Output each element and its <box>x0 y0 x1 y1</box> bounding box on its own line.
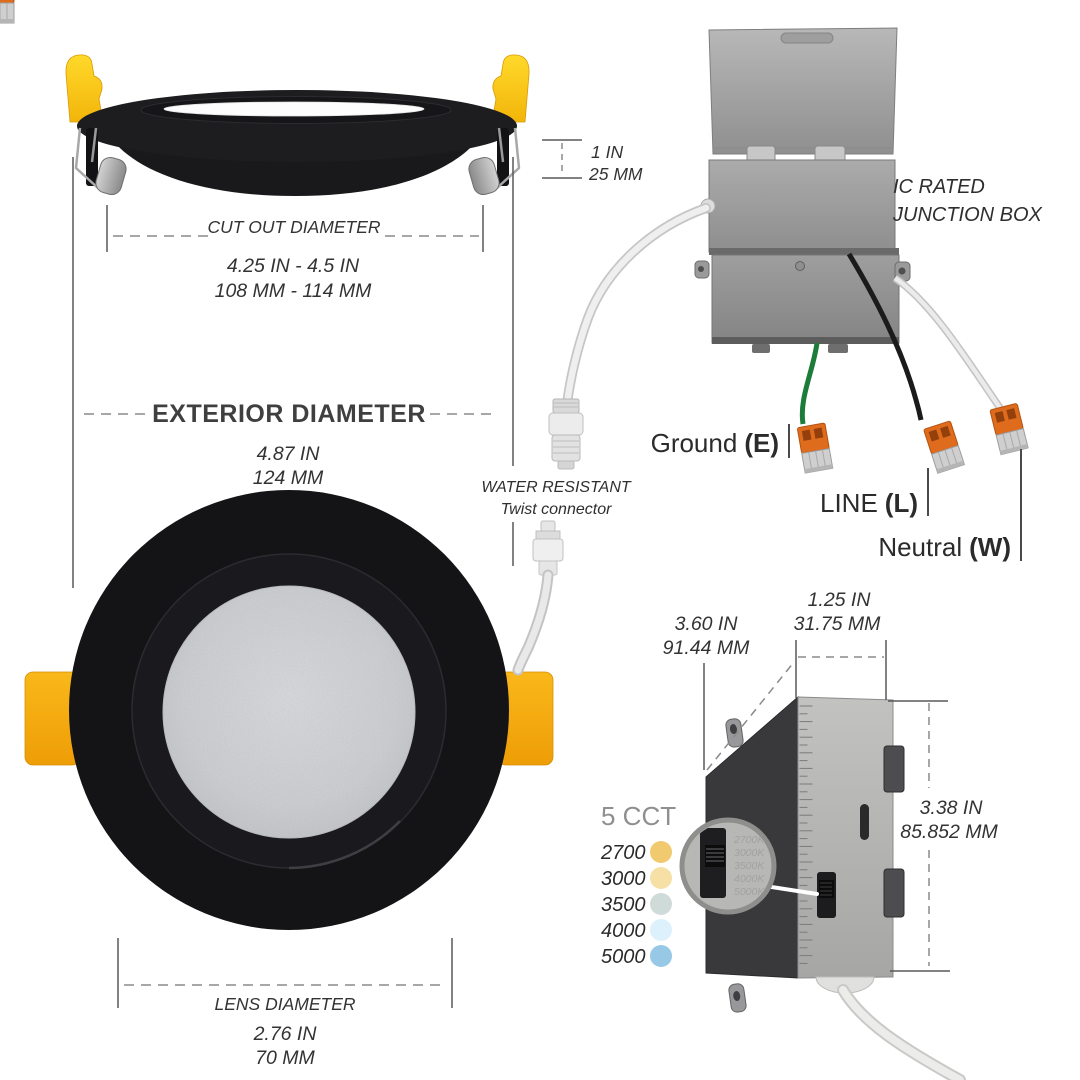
neutral-connector <box>989 402 1029 456</box>
switch-row-3: 4000K <box>734 873 765 885</box>
trim-height-inches: 1 IN <box>591 142 623 162</box>
switch-row-0: 2700K <box>733 834 765 846</box>
junction-box-upper <box>708 159 896 253</box>
ear-hole <box>898 267 906 275</box>
exterior-diameter-inches: 4.87 IN <box>257 443 321 465</box>
mount-ear-top <box>725 718 744 748</box>
wiring <box>0 0 1029 474</box>
ear-hole <box>698 266 704 272</box>
lens-diameter-inches: 2.76 IN <box>253 1023 318 1045</box>
box-depth-mm: 31.75 MM <box>794 613 881 635</box>
cutout-diameter-inches: 4.25 IN - 4.5 IN <box>227 255 360 277</box>
cct-dot-4000 <box>650 919 672 941</box>
box-clip-upper <box>883 745 905 793</box>
cct-legend: 5 CCT 2700 3000 3500 4000 5000 <box>600 801 676 968</box>
box-width-mm: 91.44 MM <box>663 637 750 659</box>
downlight-front-view <box>24 490 554 930</box>
water-resistant-label: WATER RESISTANT <box>481 479 632 496</box>
cutout-diameter-label: CUT OUT DIAMETER <box>207 217 380 237</box>
box-foot <box>828 344 848 353</box>
neutral-name: Neutral <box>878 532 962 562</box>
twist-connector-label: Twist connector <box>501 501 613 518</box>
junction-box-side-view: 2700K 3000K 3500K 4000K 5000K <box>679 695 966 1080</box>
cct-option-2700: 2700 <box>600 842 646 864</box>
neutral-wire-label: Neutral(W) <box>878 532 1011 562</box>
cct-option-5000: 5000 <box>601 946 646 968</box>
cct-dot-3500 <box>650 893 672 915</box>
cct-option-3000: 3000 <box>601 868 646 890</box>
lens-diameter-dimension: LENS DIAMETER 2.76 IN 70 MM <box>117 938 453 1069</box>
spring-clip-yellow-icon <box>65 54 104 123</box>
box-height-mm: 85.852 MM <box>900 821 998 843</box>
box-slot <box>860 804 869 840</box>
box-depth-inches: 1.25 IN <box>808 589 872 611</box>
driver-cable-core <box>839 986 964 1080</box>
switch-row-1: 3000K <box>734 847 765 859</box>
junction-box-label: JUNCTION BOX <box>892 204 1043 226</box>
ground-wire-green <box>799 342 820 425</box>
torsion-spring-hardware-icon <box>74 127 127 196</box>
box-clip-lower <box>883 868 905 918</box>
lens-diameter-label: LENS DIAMETER <box>215 994 356 1014</box>
cutout-diameter-mm: 108 MM - 114 MM <box>215 280 373 302</box>
lid-handle-slot <box>780 32 834 44</box>
gimbal-ring-highlight <box>288 820 401 870</box>
junction-box-seam <box>709 248 899 255</box>
lens-top <box>163 101 425 117</box>
exterior-diameter-mm: 124 MM <box>253 467 324 489</box>
box-height-inches: 3.38 IN <box>920 797 984 819</box>
female-connector-icon <box>548 398 584 470</box>
line-connector <box>923 420 965 474</box>
neutral-wire-white-core <box>893 276 1002 410</box>
ground-connector <box>796 422 834 474</box>
twist-connector: WATER RESISTANT Twist connector <box>481 398 632 676</box>
cct-option-4000: 4000 <box>601 920 646 942</box>
junction-box-bottom-edge <box>712 337 899 344</box>
neutral-code: (W) <box>969 532 1011 562</box>
depth-projection-line <box>706 661 795 771</box>
junction-box-top-view <box>694 27 911 353</box>
box-side-face <box>797 696 894 979</box>
ground-wire-label: Ground(E) <box>651 428 779 458</box>
exterior-diameter-dimension: EXTERIOR DIAMETER 4.87 IN 124 MM <box>72 157 514 588</box>
driver-box-dimensions: 3.60 IN 91.44 MM 1.25 IN 31.75 MM 3.38 I… <box>663 589 999 972</box>
white-supply-cable-core <box>563 204 710 408</box>
ground-code: (E) <box>744 428 779 458</box>
white-supply-cable <box>562 203 711 409</box>
junction-box-lid <box>708 27 898 155</box>
line-name: LINE <box>820 488 878 518</box>
cct-switch-icon <box>817 872 836 918</box>
box-foot <box>752 344 770 353</box>
line-wire-black <box>846 252 924 421</box>
trim-height-mm: 25 MM <box>588 164 643 184</box>
ground-name: Ground <box>651 428 738 458</box>
magnifier-pointer <box>763 884 819 896</box>
cutout-diameter-dimension: CUT OUT DIAMETER 4.25 IN - 4.5 IN 108 MM… <box>106 205 484 302</box>
line-code: (L) <box>885 488 918 518</box>
screw-icon <box>795 261 805 271</box>
exterior-diameter-label: EXTERIOR DIAMETER <box>152 400 426 428</box>
cct-dot-2700 <box>650 841 672 863</box>
ruler-ticks <box>799 705 813 964</box>
line-wire-label: LINE(L) <box>820 488 918 518</box>
cct-switch-magnifier: 2700K 3000K 3500K 4000K 5000K <box>679 817 777 915</box>
junction-box-labels: IC RATED JUNCTION BOX Ground(E) LINE(L) … <box>651 176 1043 562</box>
box-width-inches: 3.60 IN <box>675 613 739 635</box>
ic-rated-label: IC RATED <box>893 176 985 198</box>
cct-option-3500: 3500 <box>601 894 646 916</box>
trim-height-dimension: 1 IN 25 MM <box>542 139 643 184</box>
lens-diameter-mm: 70 MM <box>255 1047 315 1069</box>
junction-box-lower <box>711 254 900 344</box>
switch-row-2: 3500K <box>734 860 765 872</box>
male-connector-icon <box>512 520 564 676</box>
downlight-side-view <box>65 54 530 199</box>
cct-title: 5 CCT <box>601 801 676 831</box>
mount-ear-bottom <box>728 983 747 1013</box>
cct-dot-5000 <box>650 945 672 967</box>
switch-row-4: 5000K <box>734 886 765 898</box>
lens-speckle-texture <box>163 586 415 838</box>
cct-dot-3000 <box>650 867 672 889</box>
wire-connector-orange-icon <box>0 0 15 24</box>
